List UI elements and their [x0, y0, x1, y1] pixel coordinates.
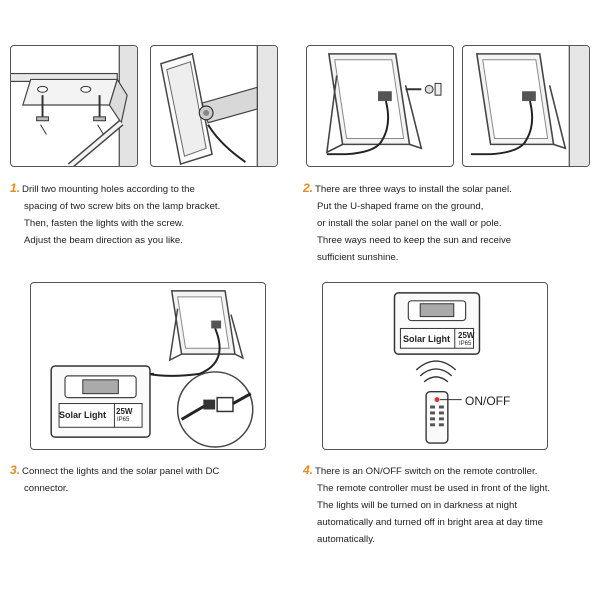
- step-text-line: The lights will be turned on in darkness…: [317, 500, 517, 511]
- step-4-instructions: 4.There is an ON/OFF switch on the remot…: [303, 462, 550, 548]
- step-number: 3.: [10, 463, 21, 477]
- step-text-line: There are three ways to install the sola…: [315, 184, 512, 195]
- bracket-drawing: [11, 46, 137, 166]
- solar-panel-drawing: [325, 53, 442, 156]
- illustration-dc-connection: Solar Light 25W IP65: [30, 282, 266, 450]
- product-name-label: Solar Light: [59, 410, 106, 420]
- step-text-line: or install the solar panel on the wall o…: [317, 218, 502, 229]
- illustration-bracket-screws: [10, 45, 138, 167]
- step-text-line: spacing of two screw bits on the lamp br…: [24, 201, 221, 212]
- step-1-instructions: 1.Drill two mounting holes according to …: [10, 180, 220, 249]
- step-text-line: sufficient sunshine.: [317, 252, 399, 263]
- step-text-line: There is an ON/OFF switch on the remote …: [315, 466, 538, 477]
- solar-panel-wall-drawing: [470, 46, 589, 166]
- illustration-solar-panel-frame: [306, 45, 454, 167]
- signal-waves-icon: [415, 360, 457, 383]
- dc-connection-drawing: [50, 290, 254, 448]
- remote-controller-icon: [425, 390, 449, 444]
- illustration-remote-control: Solar Light 25W IP65 ON/OFF: [322, 282, 548, 450]
- step-number: 1.: [10, 181, 21, 195]
- product-rating-label: IP65: [459, 341, 472, 347]
- step-text-line: connector.: [24, 483, 69, 494]
- illustration-lamp-bracket: [150, 45, 278, 167]
- step-text-line: Adjust the beam direction as you like.: [24, 235, 183, 246]
- screw-icon: [36, 95, 49, 135]
- step-number: 2.: [303, 181, 314, 195]
- product-wattage-label: 25W: [116, 407, 133, 416]
- product-rating-label: IP65: [117, 417, 130, 423]
- screw-icon: [93, 95, 106, 135]
- step-text-line: Drill two mounting holes according to th…: [22, 184, 195, 195]
- step-text-line: The remote controller must be used in fr…: [317, 483, 551, 494]
- step-3-instructions: 3.Connect the lights and the solar panel…: [10, 462, 219, 497]
- step-text-line: Three ways need to keep the sun and rece…: [317, 235, 512, 246]
- step-number: 4.: [303, 463, 314, 477]
- step-text-line: Connect the lights and the solar panel w…: [22, 466, 220, 477]
- step-text-line: Then, fasten the lights with the screw.: [24, 218, 184, 229]
- product-name-label: Solar Light: [403, 334, 450, 344]
- remote-drawing: [393, 292, 481, 444]
- step-text-line: automatically.: [317, 534, 375, 545]
- product-wattage-label: 25W: [458, 331, 475, 340]
- step-2-instructions: 2.There are three ways to install the so…: [303, 180, 512, 266]
- step-text-line: Put the U-shaped frame on the ground,: [317, 201, 484, 212]
- on-off-label: ON/OFF: [465, 394, 511, 408]
- lamp-bracket-drawing: [160, 46, 277, 166]
- step-text-line: automatically and turned off in bright a…: [317, 517, 543, 528]
- wall-screw-icon: [405, 82, 442, 96]
- illustration-solar-panel-wall: [462, 45, 590, 167]
